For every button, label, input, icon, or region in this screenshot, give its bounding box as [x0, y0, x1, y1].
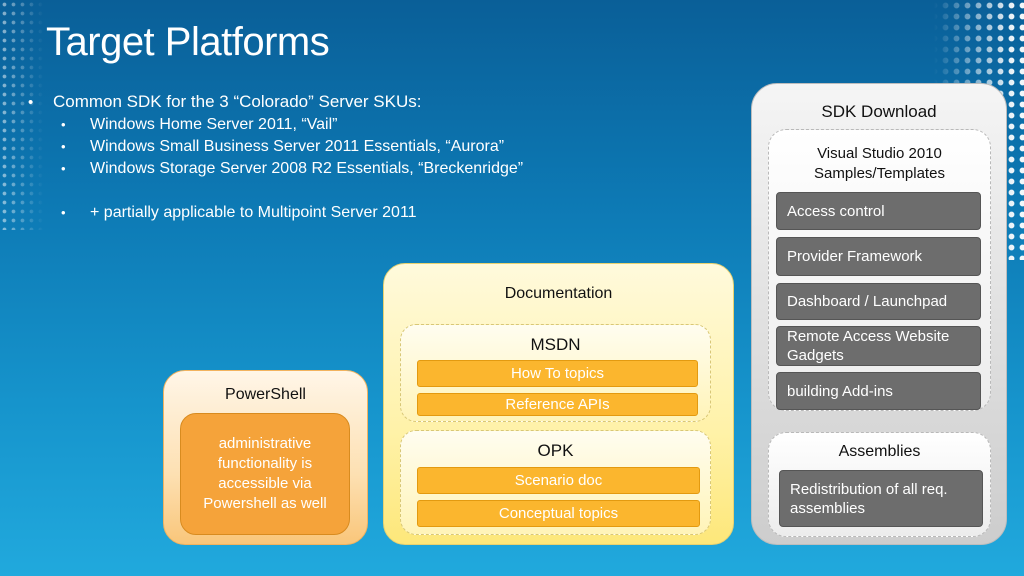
- bullet-marker: •: [28, 94, 34, 111]
- bullet-extra-item: • + partially applicable to Multipoint S…: [61, 204, 523, 222]
- bullet-list: • Common SDK for the 3 “Colorado” Server…: [28, 92, 523, 222]
- powershell-label: PowerShell: [225, 386, 306, 403]
- assemblies-group: Assemblies Redistribution of all req. as…: [768, 432, 991, 537]
- msdn-item-reference-apis: Reference APIs: [417, 393, 698, 416]
- sdk-item-access-control: Access control: [776, 192, 981, 230]
- assemblies-description: Redistribution of all req. assemblies: [779, 470, 983, 527]
- opk-label: OPK: [537, 441, 574, 460]
- assemblies-label: Assemblies: [838, 443, 921, 460]
- msdn-group: MSDN How To topics Reference APIs: [400, 324, 711, 422]
- sdk-item-building-add-ins: building Add-ins: [776, 372, 981, 410]
- documentation-panel: Documentation MSDN How To topics Referen…: [383, 263, 734, 545]
- bullet-marker: •: [61, 117, 66, 132]
- documentation-label: Documentation: [504, 285, 613, 302]
- bullet-marker: •: [61, 161, 66, 176]
- bullet-marker: •: [61, 139, 66, 154]
- bullet-sub-item: • Windows Home Server 2011, “Vail”: [61, 116, 523, 134]
- powershell-description: administrative functionality is accessib…: [180, 413, 350, 535]
- bullet-marker: •: [61, 205, 66, 220]
- msdn-item-how-to-topics: How To topics: [417, 360, 698, 387]
- slide-title: Target Platforms: [46, 20, 330, 64]
- opk-group: OPK Scenario doc Conceptual topics: [400, 430, 711, 535]
- bullet-sub-item: • Windows Small Business Server 2011 Ess…: [61, 138, 523, 156]
- opk-item-conceptual-topics: Conceptual topics: [417, 500, 700, 527]
- bullet-sub-item: • Windows Storage Server 2008 R2 Essenti…: [61, 160, 523, 178]
- sdk-item-provider-framework: Provider Framework: [776, 237, 981, 276]
- vs-samples-title: Visual Studio 2010 Samples/Templates: [814, 145, 945, 182]
- bullet-main-text: Common SDK for the 3 “Colorado” Server S…: [53, 92, 422, 111]
- bullet-sub-text: Windows Storage Server 2008 R2 Essential…: [90, 160, 524, 177]
- sdk-item-remote-access-gadgets: Remote Access Website Gadgets: [776, 326, 981, 366]
- sdk-item-dashboard-launchpad: Dashboard / Launchpad: [776, 283, 981, 320]
- sdk-download-label: SDK Download: [821, 102, 937, 121]
- bullet-main: • Common SDK for the 3 “Colorado” Server…: [28, 92, 523, 112]
- bullet-extra-text: + partially applicable to Multipoint Ser…: [90, 204, 417, 221]
- bullet-sub-text: Windows Home Server 2011, “Vail”: [90, 116, 338, 133]
- opk-item-scenario-doc: Scenario doc: [417, 467, 700, 494]
- msdn-label: MSDN: [530, 335, 581, 354]
- sdk-download-panel: SDK Download Visual Studio 2010 Samples/…: [751, 83, 1007, 545]
- bullet-sub-text: Windows Small Business Server 2011 Essen…: [90, 138, 505, 155]
- powershell-panel: PowerShell administrative functionality …: [163, 370, 368, 545]
- vs-samples-group: Visual Studio 2010 Samples/Templates Acc…: [768, 129, 991, 411]
